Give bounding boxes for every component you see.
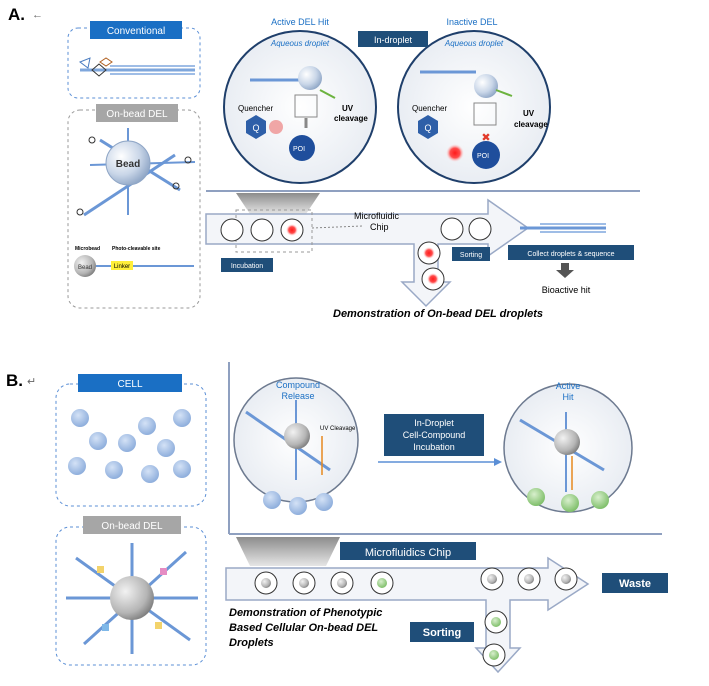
- q-right: Q: [424, 123, 431, 133]
- microfluidic-label-1: Microfluidic: [354, 211, 400, 221]
- in-droplet-badge: [358, 31, 428, 47]
- cell-cluster: [68, 409, 191, 483]
- linker-box: [111, 261, 133, 270]
- conventional-dna-icon: [78, 57, 195, 77]
- collect-badge: [508, 245, 634, 260]
- caption-a: Demonstration of On-bead DEL droplets: [333, 308, 543, 320]
- chip-leader-line: [311, 225, 363, 229]
- uv-left-1: UV: [342, 104, 354, 113]
- droplet-5: [468, 217, 492, 241]
- aqueous-droplet-left-label: Aqueous droplet: [270, 39, 330, 48]
- quencher-left-label: Quencher: [238, 104, 273, 113]
- panel-b-mark: ↵: [27, 376, 36, 388]
- sorting-label-a: Sorting: [460, 252, 482, 259]
- microfluidics-chip-badge: [340, 542, 476, 560]
- on-bead-del-title-b: On-bead DEL: [101, 521, 163, 532]
- panel-a-label: A.: [8, 5, 25, 24]
- droplet-4: [440, 217, 464, 241]
- cross-icon: ✖: [481, 132, 490, 144]
- microbead-bead-label: Bead: [78, 265, 92, 271]
- droplet-1: [220, 218, 244, 242]
- del-bead-illustration: [66, 543, 198, 654]
- incubation-badge: [221, 258, 273, 272]
- active-hit-1: Active: [556, 381, 581, 391]
- waste-badge: [602, 573, 668, 593]
- bead-illustration: Bead: [76, 128, 196, 217]
- incubation-b-1: In-Droplet: [414, 418, 454, 428]
- active-droplet-circle: [223, 30, 377, 184]
- microfluidics-chip-label: Microfluidics Chip: [365, 547, 451, 559]
- on-bead-del-header-b: [83, 516, 181, 534]
- microfluidic-label-2: Chip: [370, 222, 389, 232]
- inactive-del-label: Inactive DEL: [446, 17, 497, 27]
- panel-a-mark: ←: [32, 9, 43, 21]
- active-droplet-contents: Q POI: [246, 66, 336, 161]
- panel-b-label: B.: [6, 371, 23, 390]
- incubation-b-2: Cell-Compound: [403, 430, 466, 440]
- incubation-box: [384, 414, 484, 456]
- droplet-3-signal: [286, 224, 298, 236]
- droplet-7-signal: [427, 273, 439, 285]
- active-hit-2: Hit: [563, 392, 574, 402]
- quencher-right-label: Quencher: [412, 104, 447, 113]
- bead-droplet-row: [254, 567, 578, 667]
- incubation-region: [235, 209, 313, 253]
- collect-label: Collect droplets & sequence: [527, 251, 614, 258]
- poi-right: POI: [477, 153, 489, 160]
- compound-release-2: Release: [281, 391, 314, 401]
- uv-left-2: cleavage: [334, 114, 368, 123]
- uv-right-2: cleavage: [514, 120, 548, 129]
- uv-right-1: UV: [523, 109, 535, 118]
- compound-release-1: Compound: [276, 380, 320, 390]
- down-arrow-icon: [556, 263, 574, 278]
- photo-cleavable-label: Photo-cleavable site: [112, 246, 161, 252]
- droplet-2: [250, 218, 274, 242]
- compound-release-contents: [245, 400, 333, 515]
- microbead-label: Microbead: [75, 246, 100, 252]
- conventional-header: [90, 21, 182, 39]
- in-droplet-label: In-droplet: [374, 35, 413, 45]
- caption-b-3: Droplets: [229, 637, 274, 649]
- active-hit-contents: [519, 412, 609, 512]
- microbead-diagram: Bead Microbead Photo-cleavable site Link…: [74, 246, 194, 277]
- q-left: Q: [252, 123, 259, 133]
- conventional-title: Conventional: [107, 26, 165, 37]
- caption-b-2: Based Cellular On-bead DEL: [229, 622, 378, 634]
- incubation-label: Incubation: [231, 263, 263, 270]
- on-bead-del-title: On-bead DEL: [106, 109, 168, 120]
- on-bead-del-header: [96, 104, 178, 122]
- incubation-b-3: Incubation: [413, 442, 455, 452]
- sorting-badge-a: [452, 247, 490, 261]
- aqueous-droplet-right-label: Aqueous droplet: [444, 39, 504, 48]
- poi-left: POI: [293, 146, 305, 153]
- on-bead-del-panel: [67, 109, 201, 309]
- sorting-badge-b: [410, 622, 474, 642]
- droplet-6-signal: [423, 247, 435, 259]
- funnel-b: [236, 537, 340, 566]
- cell-title: CELL: [117, 379, 142, 390]
- sorting-label-b: Sorting: [423, 627, 462, 639]
- output-dna-icon: [520, 223, 606, 233]
- active-del-hit-label: Active DEL Hit: [271, 17, 329, 27]
- uv-cleavage-b: UV Cleavage: [320, 426, 356, 432]
- bioactive-hit-label: Bioactive hit: [542, 285, 591, 295]
- incubation-arrowhead: [494, 458, 502, 466]
- funnel-shape: [236, 193, 320, 214]
- linker-label: Linker: [114, 264, 130, 270]
- cell-header: [78, 374, 182, 392]
- inactive-droplet-contents: ✖ Q POI: [418, 70, 513, 169]
- caption-b-1: Demonstration of Phenotypic: [229, 607, 382, 619]
- bead-label: Bead: [116, 159, 140, 170]
- waste-label: Waste: [619, 578, 651, 590]
